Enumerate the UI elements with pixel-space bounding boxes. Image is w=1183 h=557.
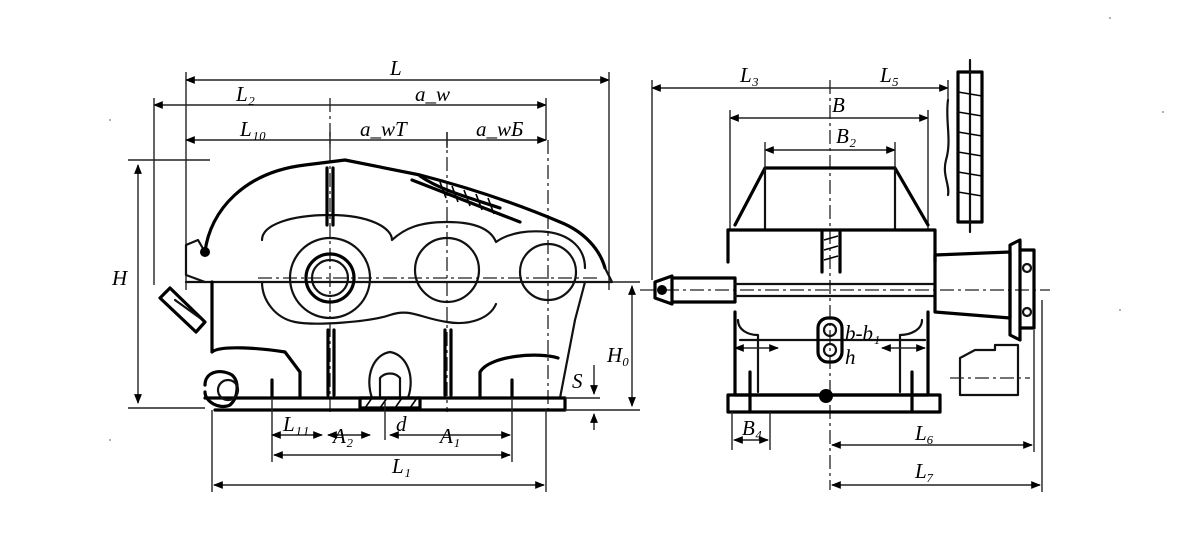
label-A1: A₁: [438, 424, 460, 448]
front-left-dimensions: [128, 159, 640, 430]
side-view: L₃ L₅ B B₂ b-b₁ h B₄ L₆ L₇: [640, 58, 1050, 492]
side-bottom-dimensions: [731, 300, 1043, 492]
label-S: S: [572, 369, 583, 393]
label-L: L: [389, 56, 402, 80]
label-b-b1: b-b₁: [845, 321, 880, 345]
label-L5: L₅: [879, 63, 899, 87]
gearbox-housing-side: [726, 166, 942, 414]
side-top-dimensions: [651, 80, 949, 280]
label-a-wT: a_wT: [360, 117, 408, 141]
label-A2: A₂: [331, 424, 353, 448]
label-L10: L₁₀: [239, 117, 266, 141]
foot-detail: [950, 343, 1030, 397]
label-B: B: [832, 93, 845, 117]
label-L6: L₆: [914, 421, 934, 445]
label-h: h: [845, 345, 856, 369]
label-L7: L₇: [914, 459, 934, 483]
label-d: d: [396, 412, 407, 436]
label-L3: L₃: [739, 63, 759, 87]
label-L1: L₁: [391, 454, 411, 478]
scan-noise: [109, 17, 1164, 441]
label-H0: H₀: [606, 343, 629, 367]
label-a-wB: a_wБ: [476, 117, 523, 141]
label-L11: L₁₁: [282, 412, 309, 436]
side-shafts: [653, 238, 1036, 342]
front-shaft-bores: [200, 236, 578, 320]
label-B4: B₄: [742, 416, 762, 440]
gearbox-housing-front: [158, 158, 614, 412]
front-bottom-dimensions: [211, 398, 547, 492]
front-top-dimensions: [153, 72, 610, 290]
label-L2: L₂: [235, 82, 255, 106]
label-a-w: a_w: [415, 82, 450, 106]
front-view: L L₂ a_w L₁₀ a_wT a_wБ H H₀ S L₁₁ A₂ d A…: [111, 56, 640, 492]
gear-sprocket-detail: [943, 58, 984, 234]
label-H: H: [111, 266, 129, 290]
label-B2: B₂: [836, 124, 856, 148]
front-centerlines: [258, 98, 600, 412]
